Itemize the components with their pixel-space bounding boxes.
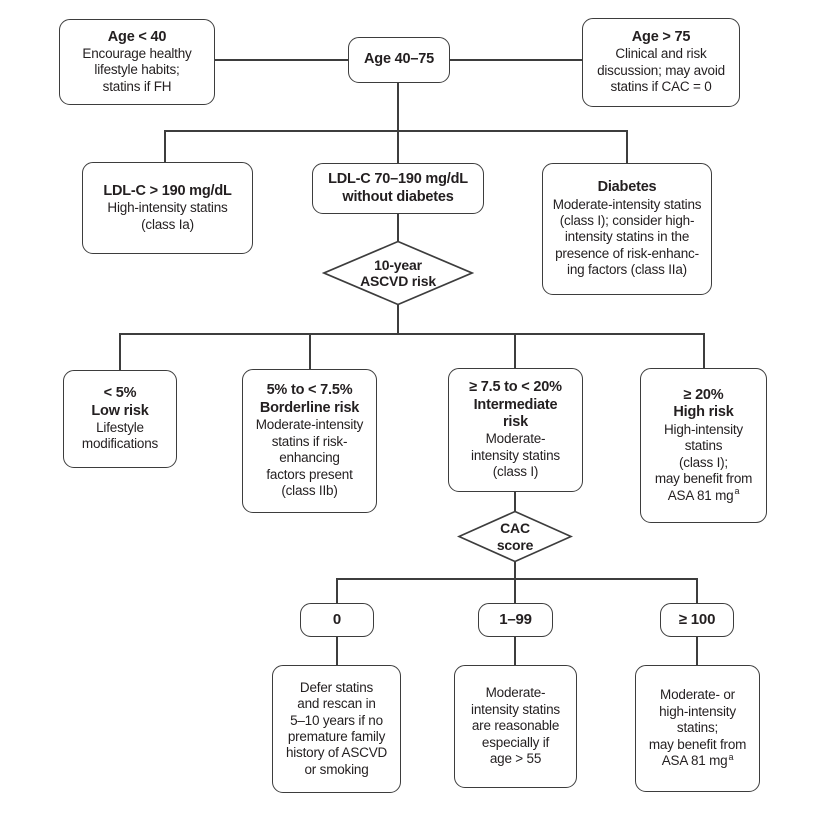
connector-to-cac0 xyxy=(336,578,338,604)
node-ldl-gt-190-body: High-intensity statins (class Ia) xyxy=(107,200,228,232)
node-ldl-gt-190-title: LDL-C > 190 mg/dL xyxy=(103,182,232,199)
decision-cac-score-label: CAC score xyxy=(496,520,534,553)
connector-cac-down xyxy=(514,562,516,579)
connector-cac100-down xyxy=(696,637,698,666)
node-cac-0-action-body: Defer statins and rescan in 5–10 years i… xyxy=(285,679,388,777)
connector-cac1-99-down xyxy=(514,637,516,666)
node-cac-ge-100-action-text: Moderate- or high-intensity statins; may… xyxy=(648,687,747,769)
node-intermediate-risk-body: Moderate- intensity statins (class I) xyxy=(471,431,560,480)
node-ldl-70-190: LDL-C 70–190 mg/dL without diabetes xyxy=(312,163,484,214)
connector-to-ldl190 xyxy=(164,130,166,163)
node-cac-ge-100-label: ≥ 100 xyxy=(678,611,716,628)
decision-ascvd-risk-label: 10-year ASCVD risk xyxy=(360,256,436,289)
node-cac-1-99: 1–99 xyxy=(478,603,553,637)
node-age-gt-75-title: Age > 75 xyxy=(631,29,691,46)
node-cac-0-action: Defer statins and rescan in 5–10 years i… xyxy=(272,665,401,793)
node-intermediate-risk-title: ≥ 7.5 to < 20% Intermediate risk xyxy=(469,379,562,430)
connector-age40-down xyxy=(397,82,399,131)
decision-ascvd-risk: 10-year ASCVD risk xyxy=(322,240,474,306)
connector-to-ldl70 xyxy=(397,130,399,164)
node-cac-1-99-action-body: Moderate- intensity statins are reasonab… xyxy=(471,685,560,767)
connector-bus-row2 xyxy=(164,130,628,132)
node-age-gt-75-body: Clinical and risk discussion; may avoid … xyxy=(597,46,725,95)
node-intermediate-risk: ≥ 7.5 to < 20% Intermediate risk Moderat… xyxy=(448,368,583,492)
footnote-marker: a xyxy=(728,751,734,762)
node-cac-1-99-label: 1–99 xyxy=(499,611,532,628)
node-ldl-gt-190: LDL-C > 190 mg/dL High-intensity statins… xyxy=(82,162,253,254)
node-diabetes-body: Moderate-intensity statins (class I); co… xyxy=(552,196,702,278)
node-age-40-75: Age 40–75 xyxy=(348,37,450,83)
connector-bus-cac xyxy=(336,578,698,580)
node-diabetes-title: Diabetes xyxy=(597,179,657,196)
node-age-lt-40-title: Age < 40 xyxy=(107,28,167,45)
connector-to-high-risk xyxy=(703,333,705,369)
connector-age40-left xyxy=(215,59,348,61)
node-high-risk: ≥ 20% High risk High-intensity statins (… xyxy=(640,368,767,523)
connector-to-diabetes xyxy=(626,130,628,164)
node-age-gt-75: Age > 75 Clinical and risk discussion; m… xyxy=(582,18,740,107)
connector-to-ascvd-diamond xyxy=(397,213,399,241)
node-age-lt-40: Age < 40 Encourage healthy lifestyle hab… xyxy=(59,19,215,105)
node-cac-ge-100-action: Moderate- or high-intensity statins; may… xyxy=(635,665,760,792)
connector-cac0-down xyxy=(336,637,338,666)
footnote-marker: a xyxy=(734,486,740,497)
node-cac-1-99-action: Moderate- intensity statins are reasonab… xyxy=(454,665,577,788)
connector-bus-row3 xyxy=(119,333,704,335)
node-high-risk-body: High-intensity statins (class I); may be… xyxy=(654,421,753,504)
node-cac-ge-100: ≥ 100 xyxy=(660,603,734,637)
node-ldl-70-190-title: LDL-C 70–190 mg/dL without diabetes xyxy=(328,171,468,205)
node-borderline-risk: 5% to < 7.5% Borderline risk Moderate-in… xyxy=(242,369,377,513)
node-cac-0: 0 xyxy=(300,603,374,637)
node-high-risk-title: ≥ 20% High risk xyxy=(673,386,734,421)
connector-age40-right xyxy=(450,59,582,61)
connector-to-borderline xyxy=(309,333,311,370)
node-high-risk-body-text: High-intensity statins (class I); may be… xyxy=(654,421,753,503)
node-age-40-75-title: Age 40–75 xyxy=(364,51,434,68)
connector-to-cac100 xyxy=(696,578,698,604)
node-low-risk-title: < 5% Low risk xyxy=(91,385,149,419)
connector-ascvd-down xyxy=(397,305,399,334)
connector-to-cac1-99 xyxy=(514,578,516,604)
decision-cac-score: CAC score xyxy=(457,510,573,563)
connector-to-low-risk xyxy=(119,333,121,371)
node-cac-0-label: 0 xyxy=(332,611,342,628)
diamond-shape xyxy=(457,510,573,563)
node-low-risk: < 5% Low risk Lifestyle modifications xyxy=(63,370,177,468)
connector-to-intermediate xyxy=(514,333,516,369)
connector-to-cac-diamond xyxy=(514,492,516,511)
node-low-risk-body: Lifestyle modifications xyxy=(81,419,159,452)
node-cac-ge-100-action-body: Moderate- or high-intensity statins; may… xyxy=(648,687,747,769)
diamond-shape xyxy=(322,240,474,306)
node-diabetes: Diabetes Moderate-intensity statins (cla… xyxy=(542,163,712,295)
node-borderline-risk-body: Moderate-intensity statins if risk- enha… xyxy=(255,417,364,499)
node-age-lt-40-body: Encourage healthy lifestyle habits; stat… xyxy=(82,45,192,94)
node-borderline-risk-title: 5% to < 7.5% Borderline risk xyxy=(259,382,360,416)
